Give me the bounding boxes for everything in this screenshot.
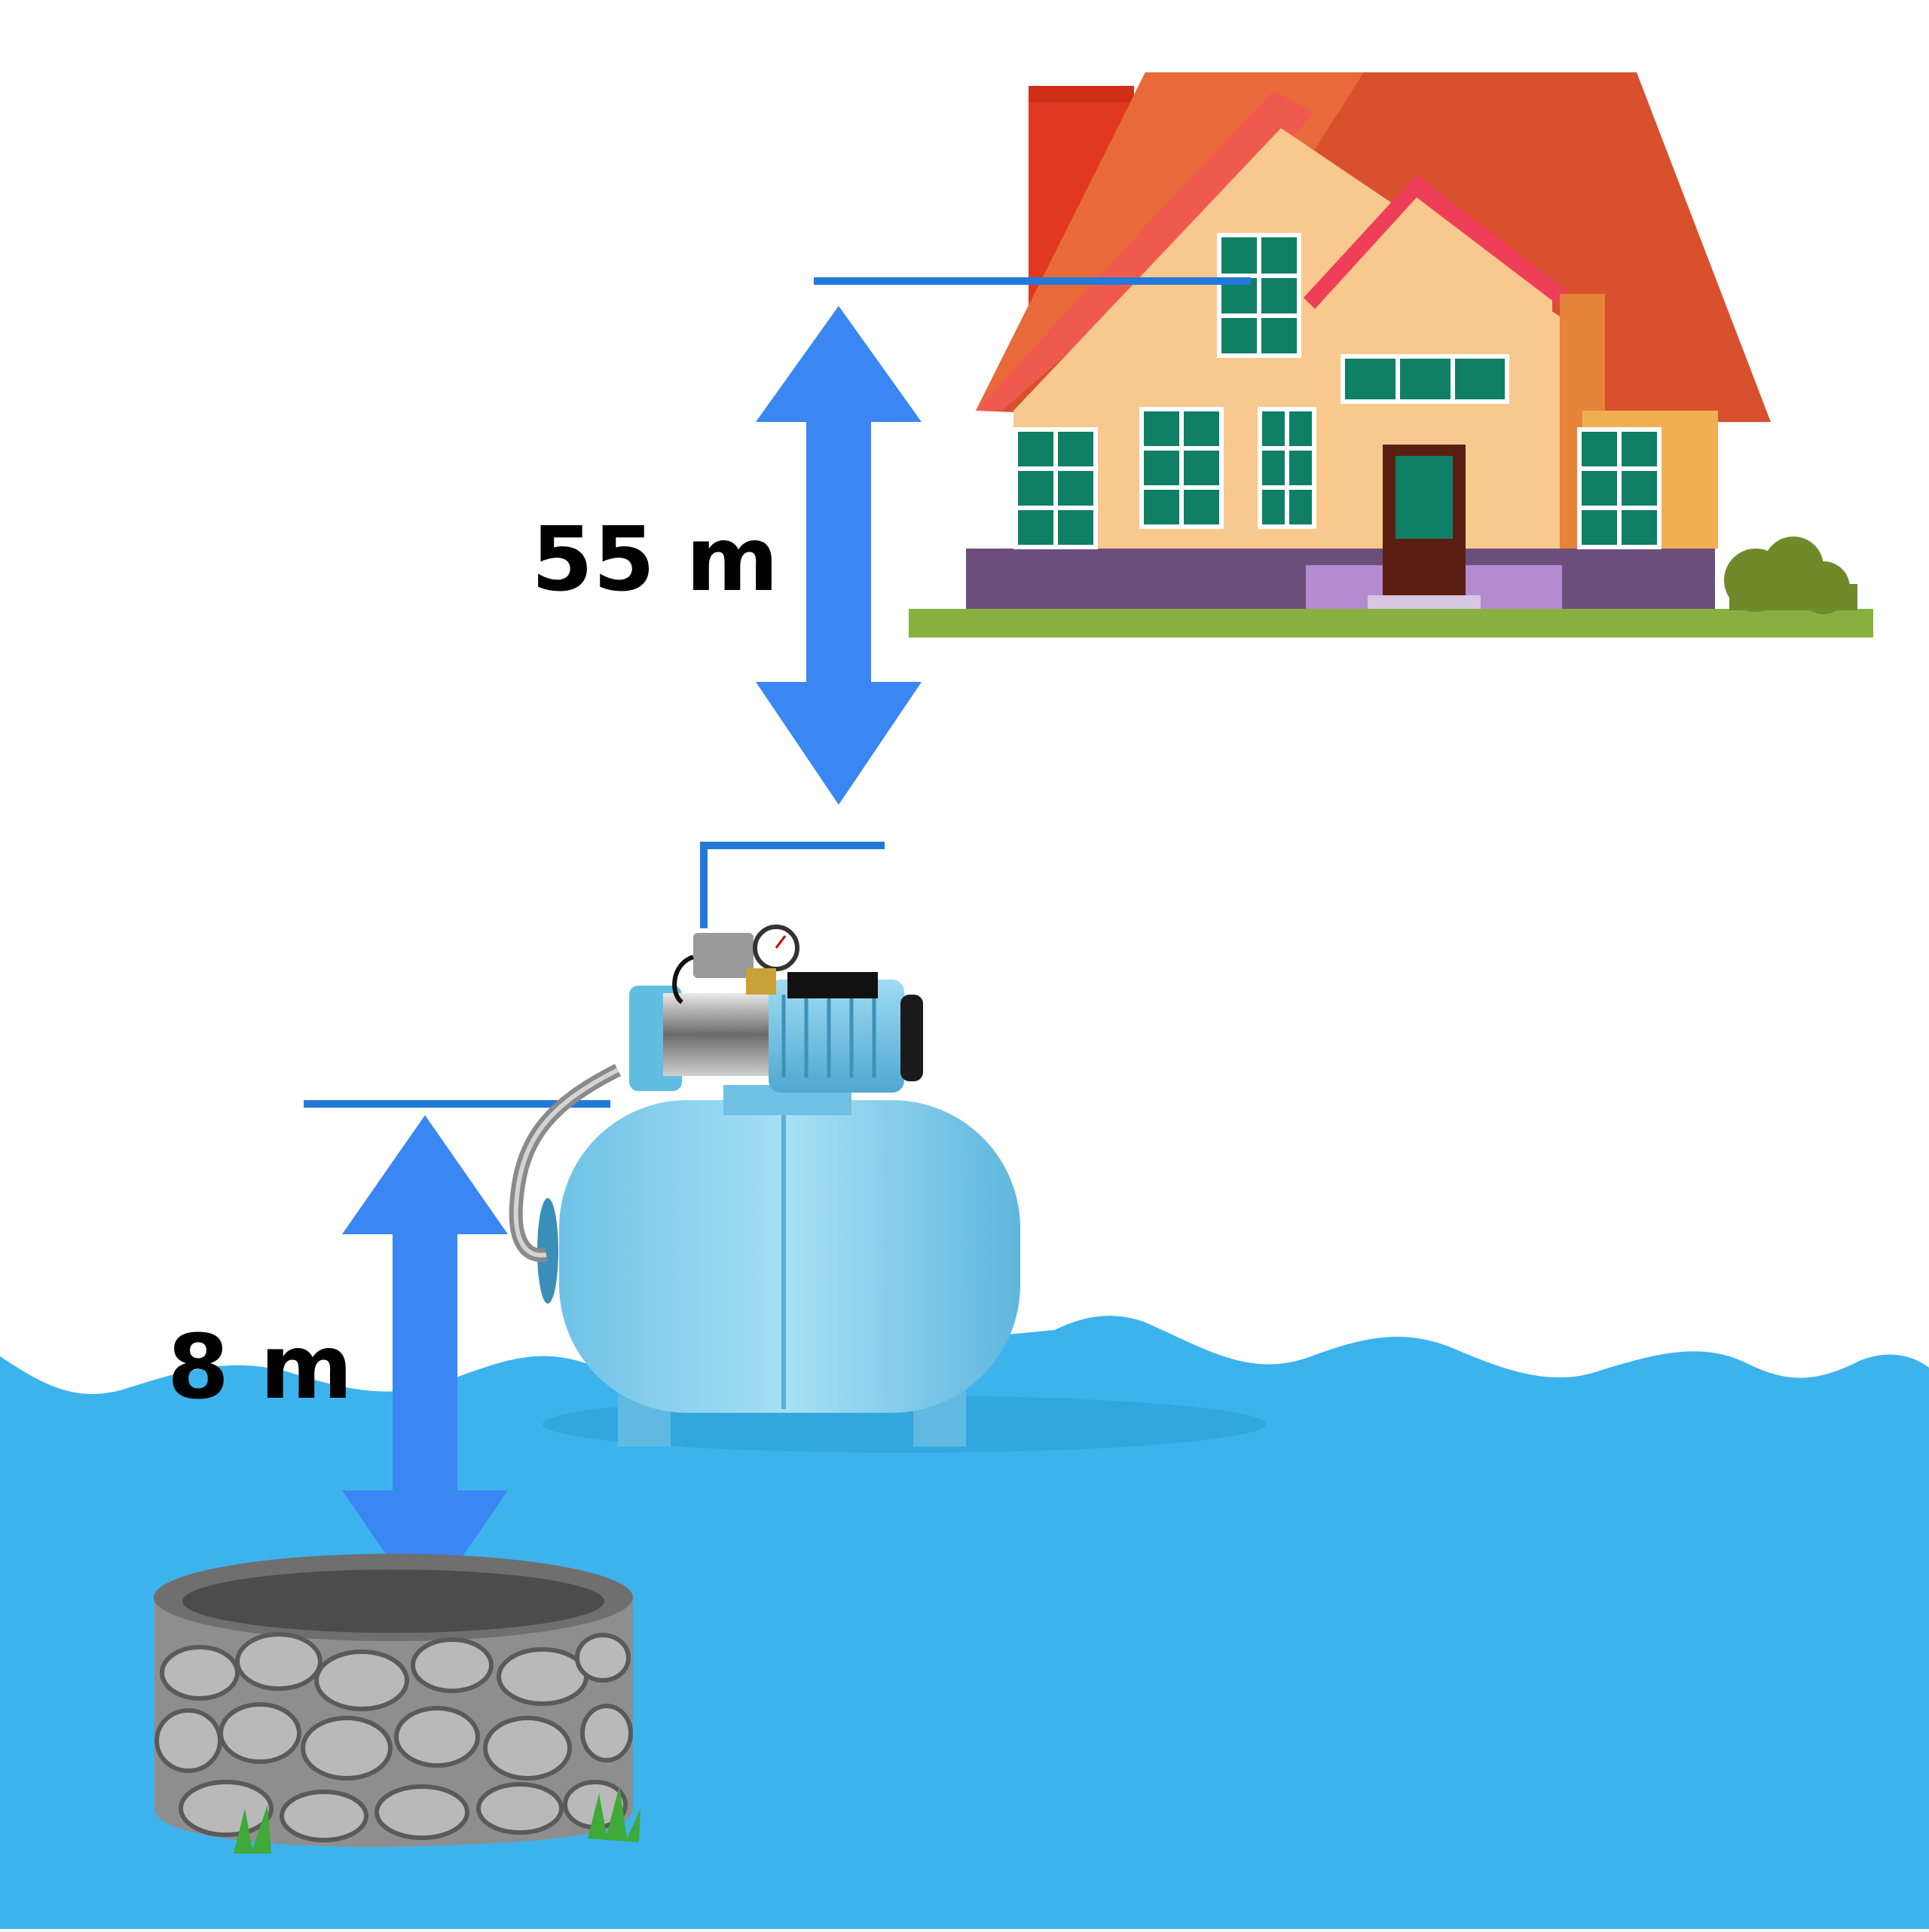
tank-body bbox=[559, 1100, 1020, 1413]
height-label-well-to-pump: 8 m bbox=[167, 1315, 353, 1419]
grass-tufts bbox=[234, 1786, 640, 1854]
height-label-pump-to-house: 55 m bbox=[531, 507, 779, 611]
double-arrow-upper bbox=[756, 306, 922, 805]
pump-steel-body bbox=[663, 993, 776, 1076]
pressure-tank-pump bbox=[509, 925, 1266, 1453]
house-illustration bbox=[909, 72, 1873, 637]
double-arrow-lower bbox=[342, 1115, 508, 1611]
house-windows bbox=[1013, 233, 1662, 549]
pump-outlet-line bbox=[700, 842, 885, 928]
stone-well bbox=[154, 1554, 640, 1854]
well-stones bbox=[154, 1632, 633, 1842]
pressure-switch bbox=[693, 933, 754, 978]
pump-motor bbox=[769, 980, 904, 1093]
bush bbox=[1724, 536, 1857, 614]
ground-strip bbox=[909, 609, 1873, 637]
